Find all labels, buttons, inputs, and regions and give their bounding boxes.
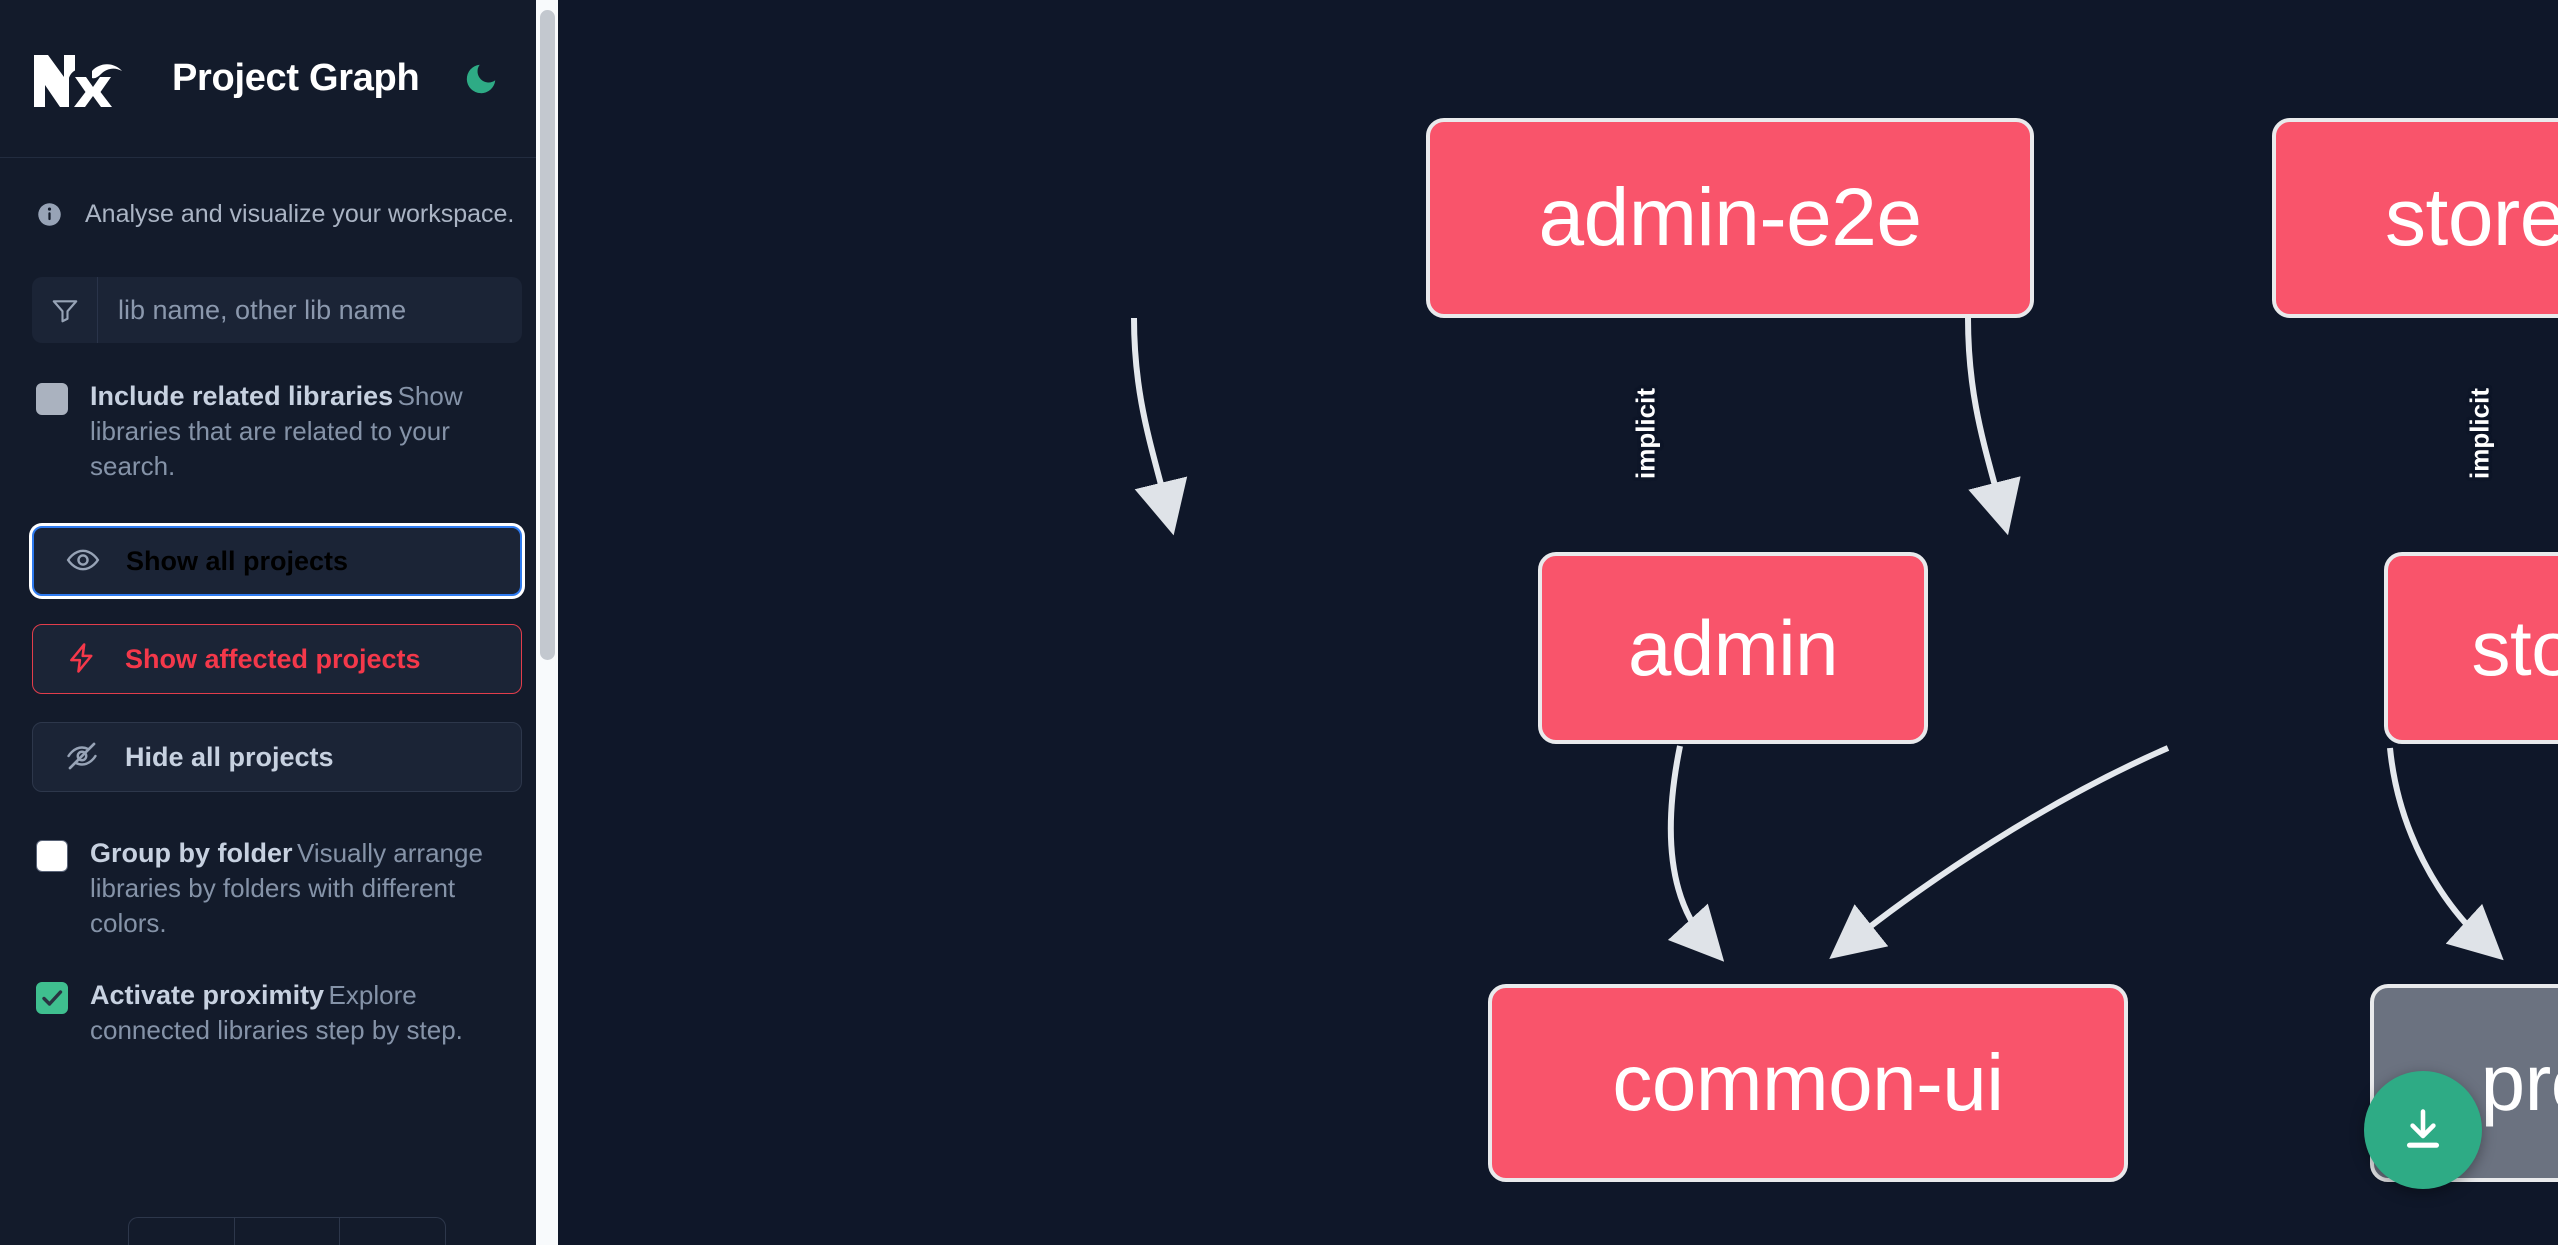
include-related-libraries-description: Show libraries that are related to your … <box>90 381 463 482</box>
sidebar-scrollbar[interactable] <box>536 0 558 1245</box>
edge-store-products <box>2387 747 2504 961</box>
graph-node-common-ui[interactable]: common-ui <box>1488 984 2128 1182</box>
eye-icon <box>66 543 100 580</box>
show-affected-projects-button[interactable]: Show affected projects <box>32 624 522 695</box>
graph-node-label: store-e2e <box>2385 172 2558 263</box>
group-by-folder-label: Group by folder <box>90 838 293 869</box>
graph-node-admin-e2e[interactable]: admin-e2e <box>1426 118 2034 318</box>
lightning-icon <box>65 641 99 678</box>
page-title: Project Graph <box>172 57 420 99</box>
graph-node-store-e2e[interactable]: store-e2e <box>2272 118 2558 318</box>
sidebar: Project Graph Analyse and visualize your… <box>0 0 558 1245</box>
info-icon <box>36 201 63 228</box>
graph-node-label: products <box>2480 1038 2558 1127</box>
group-by-folder-option[interactable]: Group by folder Visually arrange librari… <box>0 792 558 941</box>
proximity-segment-3[interactable] <box>340 1218 445 1245</box>
nx-logo <box>32 49 124 109</box>
hide-all-projects-button[interactable]: Hide all projects <box>32 722 522 793</box>
search-box[interactable] <box>32 277 522 343</box>
include-related-libraries-option[interactable]: Include related libraries Show libraries… <box>0 343 558 484</box>
activate-proximity-description: Explore connected libraries step by step… <box>90 979 463 1045</box>
graph-node-label: store <box>2471 603 2558 692</box>
graph-node-store[interactable]: store <box>2384 552 2558 744</box>
sidebar-scrollbar-thumb[interactable] <box>540 10 555 660</box>
workspace-note-text: Analyse and visualize your workspace. <box>85 200 515 228</box>
include-related-libraries-label: Include related libraries <box>90 381 394 411</box>
sidebar-header: Project Graph <box>0 0 558 158</box>
group-by-folder-checkbox[interactable] <box>36 840 68 873</box>
hide-all-projects-label: Hide all projects <box>125 741 334 772</box>
activate-proximity-checkbox[interactable] <box>36 981 68 1014</box>
eye-off-icon <box>65 739 99 776</box>
graph-canvas[interactable]: admin-e2e store-e2e admin store common-u… <box>558 0 2558 1245</box>
filter-row <box>0 259 558 343</box>
graph-node-label: admin-e2e <box>1538 172 1922 263</box>
graph-edges <box>1131 317 2504 962</box>
edge-admin-e2e-admin <box>1131 317 1188 536</box>
edge-admin-common-ui <box>1667 745 1725 962</box>
proximity-segment-2[interactable] <box>235 1218 341 1245</box>
show-all-projects-label: Show all projects <box>126 545 349 576</box>
show-affected-projects-label: Show affected projects <box>125 643 421 674</box>
group-by-folder-description: Visually arrange libraries by folders wi… <box>90 838 483 939</box>
activate-proximity-option[interactable]: Activate proximity Explore connected lib… <box>0 942 558 1048</box>
include-related-libraries-checkbox[interactable] <box>36 383 68 415</box>
search-input[interactable] <box>98 277 522 343</box>
download-icon[interactable] <box>2364 1071 2482 1189</box>
edge-store-e2e-store <box>1965 317 2021 536</box>
graph-node-label: common-ui <box>1612 1038 2004 1127</box>
moon-icon[interactable] <box>459 57 503 101</box>
graph-node-admin[interactable]: admin <box>1538 552 1928 744</box>
proximity-segment-1[interactable] <box>129 1218 235 1245</box>
visibility-button-group: Show all projects Show affected projects <box>0 484 558 793</box>
workspace-note: Analyse and visualize your workspace. <box>0 158 558 259</box>
show-all-projects-button[interactable]: Show all projects <box>32 526 522 597</box>
proximity-step-segmented-control[interactable] <box>128 1217 446 1245</box>
edge-store-common-ui <box>1829 745 2170 959</box>
graph-node-label: admin <box>1628 603 1838 692</box>
filter-icon <box>32 277 98 343</box>
activate-proximity-label: Activate proximity <box>90 979 325 1010</box>
